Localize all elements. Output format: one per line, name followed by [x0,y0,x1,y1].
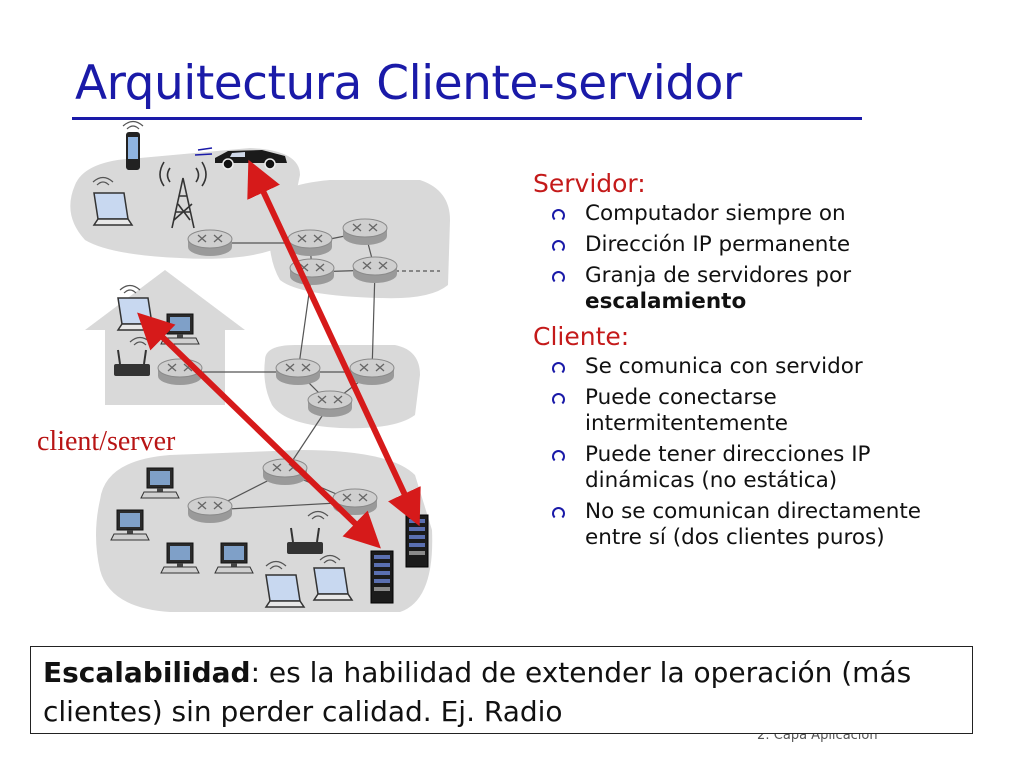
list-item: Dirección IP permanente [552,232,955,258]
router-icon [307,390,353,418]
client-list: Se comunica con servidor Puede conectars… [533,354,1003,551]
mobile-network-cloud [70,148,300,259]
slide-title: Arquitectura Cliente-servidor [75,56,742,111]
list-item: Computador siempre on [552,201,955,227]
list-item: Puede conectarse intermitentemente [552,385,955,437]
server-icon [405,514,429,568]
emphasis-text: escalamiento [585,289,747,314]
title-underline [72,117,862,120]
router-icon [349,358,395,386]
list-item-text: Granja de servidores por [585,263,852,288]
server-heading: Servidor: [533,169,646,198]
scalability-note: Escalabilidad: es la habilidad de extend… [30,646,973,734]
router-icon [187,496,233,524]
router-icon [275,358,321,386]
note-text: : es la habilidad de extender la operaci… [43,656,912,728]
desktop-icon [214,542,254,574]
client-heading: Cliente: [533,322,630,351]
client-server-arrow [247,159,421,527]
desktop-icon [140,467,180,499]
desktop-icon [160,542,200,574]
bullet-section: Servidor: Computador siempre on Direcció… [533,167,1003,556]
server-icon [370,550,394,604]
list-item: Puede tener direcciones IP dinámicas (no… [552,442,955,494]
note-term: Escalabilidad [43,656,251,689]
router-icon [352,256,398,284]
list-item: Se comunica con servidor [552,354,955,380]
list-item: No se comunican directamente entre sí (d… [552,499,955,551]
list-item: Granja de servidores por escalamiento [552,263,955,315]
router-icon [342,218,388,246]
cell-tower-icon [159,161,207,229]
diagram-label: client/server [37,426,176,457]
phone-icon [122,120,144,170]
router-icon [187,229,233,257]
server-list: Computador siempre on Dirección IP perma… [533,201,1003,315]
desktop-icon [110,509,150,541]
network-diagram [70,120,450,612]
